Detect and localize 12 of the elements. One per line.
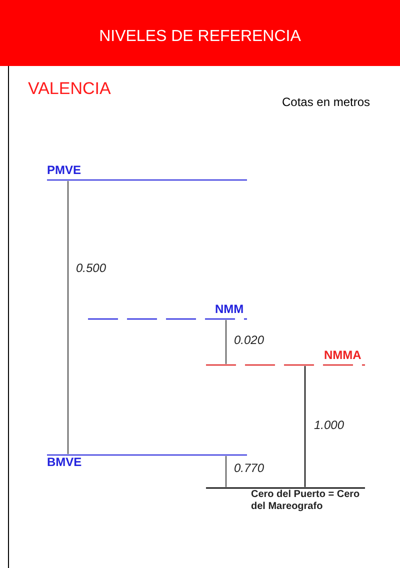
level-label: BMVE (47, 456, 82, 470)
level-label: PMVE (47, 164, 82, 178)
units-note: Cotas en metros (282, 96, 370, 110)
level-label: NMM (215, 303, 244, 317)
datum-note: Cero del Puerto = Cero del Mareografo (251, 489, 361, 512)
level-label: NMMA (324, 349, 362, 363)
dimension-value: 0.770 (234, 462, 264, 476)
dimension-value: 0.020 (234, 334, 264, 348)
dimension-value: 1.000 (314, 419, 344, 433)
title: NIVELES DE REFERENCIA (98, 28, 302, 46)
dimension-value: 0.500 (76, 262, 106, 276)
place-name: VALENCIA (28, 79, 111, 99)
